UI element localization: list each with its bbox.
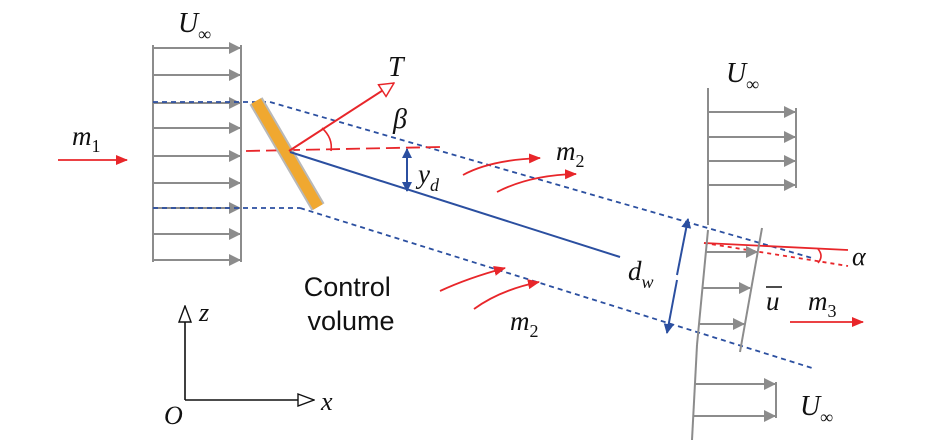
- wake-centerline: [289, 151, 621, 258]
- svg-text:u: u: [766, 286, 780, 316]
- upstream-velocity-profile: [152, 42, 242, 266]
- m1-label: m1: [72, 121, 101, 156]
- thrust-label: T: [388, 52, 406, 83]
- u-inf-bottom-right-label: U∞: [800, 391, 833, 427]
- m2-top-flow-arrow-a: [462, 153, 541, 176]
- dw-dimension: [663, 218, 692, 334]
- yd-label: yd: [415, 159, 440, 195]
- origin-label: O: [164, 401, 183, 430]
- u-bar-label: u: [766, 286, 782, 316]
- m2-bottom-label: m2: [510, 306, 539, 341]
- actuator-disk: [249, 97, 325, 211]
- alpha-angle-arc: [817, 248, 822, 264]
- dw-label: dw: [628, 256, 654, 292]
- u-inf-top-left-label: U∞: [178, 8, 211, 44]
- beta-angle-arc: [321, 127, 333, 152]
- axis-z-label: z: [198, 298, 209, 327]
- control-volume-label: Control volume: [304, 272, 399, 336]
- m2-bottom-flow-arrow-b: [473, 279, 540, 310]
- thrust-vector: [288, 83, 394, 152]
- downstream-velocity-profile: [691, 88, 797, 440]
- m2-top-flow-arrow-b: [496, 169, 577, 193]
- coordinate-axes: [185, 306, 314, 400]
- control-volume-boundary: [153, 101, 813, 369]
- m2-bottom-flow-arrow-a: [439, 266, 506, 292]
- beta-label: β: [392, 104, 407, 135]
- mass-flow-arrows: [58, 153, 864, 327]
- m3-label: m3: [808, 286, 837, 321]
- alpha-label: α: [852, 242, 867, 271]
- axis-x-label: x: [320, 387, 333, 416]
- m2-top-label: m2: [556, 136, 585, 171]
- u-inf-top-right-label: U∞: [726, 58, 759, 94]
